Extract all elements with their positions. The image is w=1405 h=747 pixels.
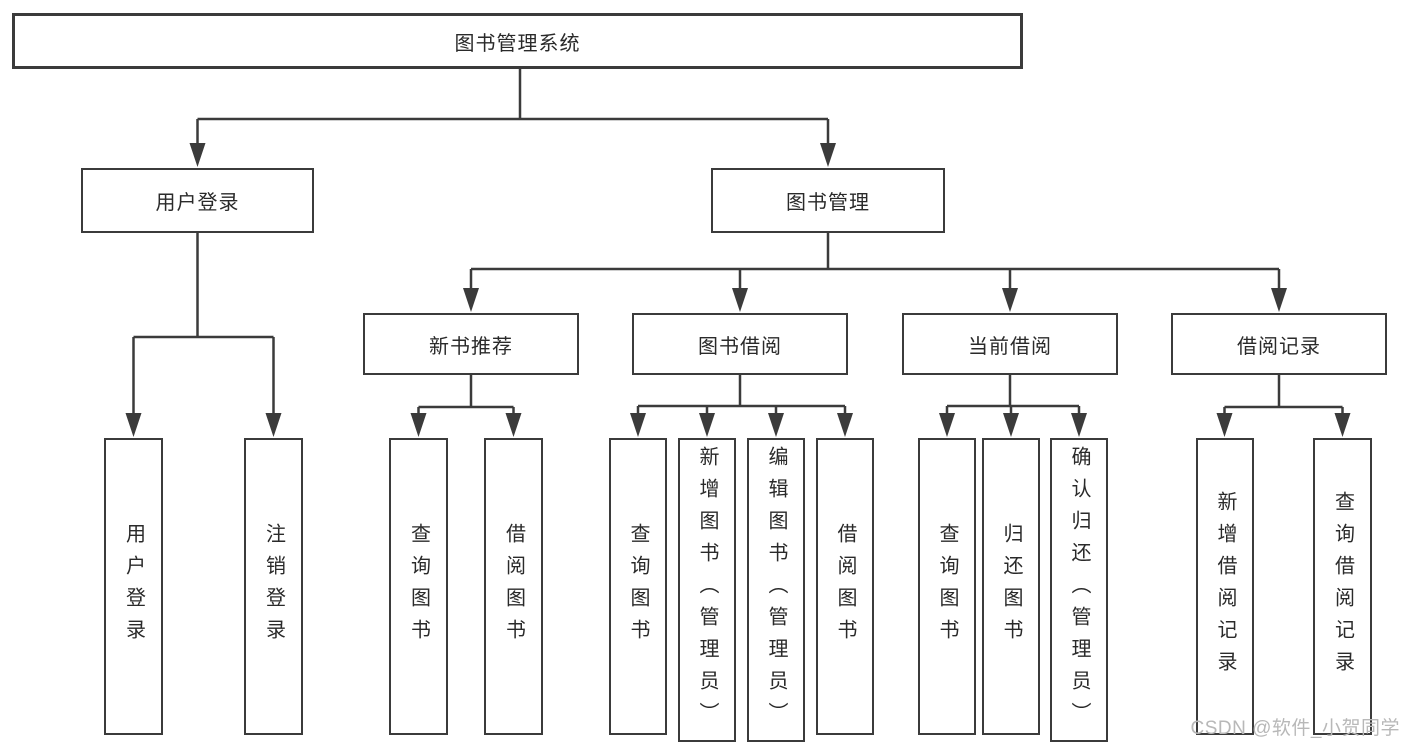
- node-book-management: 图书管理: [711, 168, 945, 233]
- node-new-book-recommend-label: 新书推荐: [429, 335, 513, 358]
- node-current-borrowing-label: 当前借阅: [968, 335, 1052, 358]
- leaf-borrow-books-borrowing-label: 借阅图书: [834, 522, 856, 651]
- node-borrowing-records: 借阅记录: [1171, 313, 1387, 375]
- node-book-borrowing-label: 图书借阅: [698, 335, 782, 358]
- leaf-logout: 注销登录: [244, 438, 303, 735]
- leaf-add-book-admin-label: 新增图书（管理员）: [696, 446, 718, 734]
- leaf-confirm-return-admin-label: 确认归还（管理员）: [1068, 446, 1090, 734]
- leaf-query-borrow-record: 查询借阅记录: [1313, 438, 1372, 735]
- leaf-return-books: 归还图书: [982, 438, 1040, 735]
- leaf-confirm-return-admin: 确认归还（管理员）: [1050, 438, 1108, 742]
- connector-user-login: [132, 233, 275, 416]
- leaf-edit-book-admin: 编辑图书（管理员）: [747, 438, 805, 742]
- leaf-borrow-books-recommend: 借阅图书: [484, 438, 543, 735]
- leaf-query-books-current-label: 查询图书: [936, 522, 958, 651]
- leaf-add-borrow-record: 新增借阅记录: [1196, 438, 1254, 735]
- leaf-add-borrow-record-label: 新增借阅记录: [1214, 490, 1236, 683]
- leaf-query-books-recommend: 查询图书: [389, 438, 448, 735]
- connector-root: [196, 69, 830, 146]
- connector-current-borrowing: [945, 375, 1081, 416]
- connector-borrowing-records: [1223, 375, 1344, 416]
- connector-book-borrowing: [636, 375, 847, 416]
- connector-new-book-recommend: [417, 375, 515, 416]
- node-root: 图书管理系统: [12, 13, 1023, 69]
- node-borrowing-records-label: 借阅记录: [1237, 335, 1321, 358]
- leaf-user-login-label: 用户登录: [122, 522, 145, 651]
- leaf-logout-label: 注销登录: [262, 522, 285, 651]
- node-new-book-recommend: 新书推荐: [363, 313, 579, 375]
- node-root-label: 图书管理系统: [454, 32, 581, 55]
- node-user-login-label: 用户登录: [155, 192, 240, 214]
- arrowheads: [125, 143, 1351, 437]
- leaf-query-borrow-record-label: 查询借阅记录: [1331, 490, 1354, 683]
- leaf-user-login: 用户登录: [104, 438, 163, 735]
- leaf-query-books-current: 查询图书: [918, 438, 976, 735]
- leaf-add-book-admin: 新增图书（管理员）: [678, 438, 736, 742]
- leaf-query-books-borrowing: 查询图书: [609, 438, 667, 735]
- node-user-login: 用户登录: [81, 168, 314, 233]
- leaf-edit-book-admin-label: 编辑图书（管理员）: [765, 446, 787, 734]
- csdn-watermark: CSDN @软件_小贺同学: [1190, 718, 1400, 739]
- leaf-return-books-label: 归还图书: [1000, 522, 1022, 651]
- leaf-query-books-borrowing-label: 查询图书: [627, 522, 649, 651]
- connector-book-management: [469, 233, 1281, 291]
- leaf-borrow-books-borrowing: 借阅图书: [816, 438, 874, 735]
- node-book-borrowing: 图书借阅: [632, 313, 848, 375]
- node-current-borrowing: 当前借阅: [902, 313, 1118, 375]
- node-book-management-label: 图书管理: [786, 192, 870, 214]
- leaf-query-books-recommend-label: 查询图书: [407, 522, 430, 651]
- leaf-borrow-books-recommend-label: 借阅图书: [502, 522, 525, 651]
